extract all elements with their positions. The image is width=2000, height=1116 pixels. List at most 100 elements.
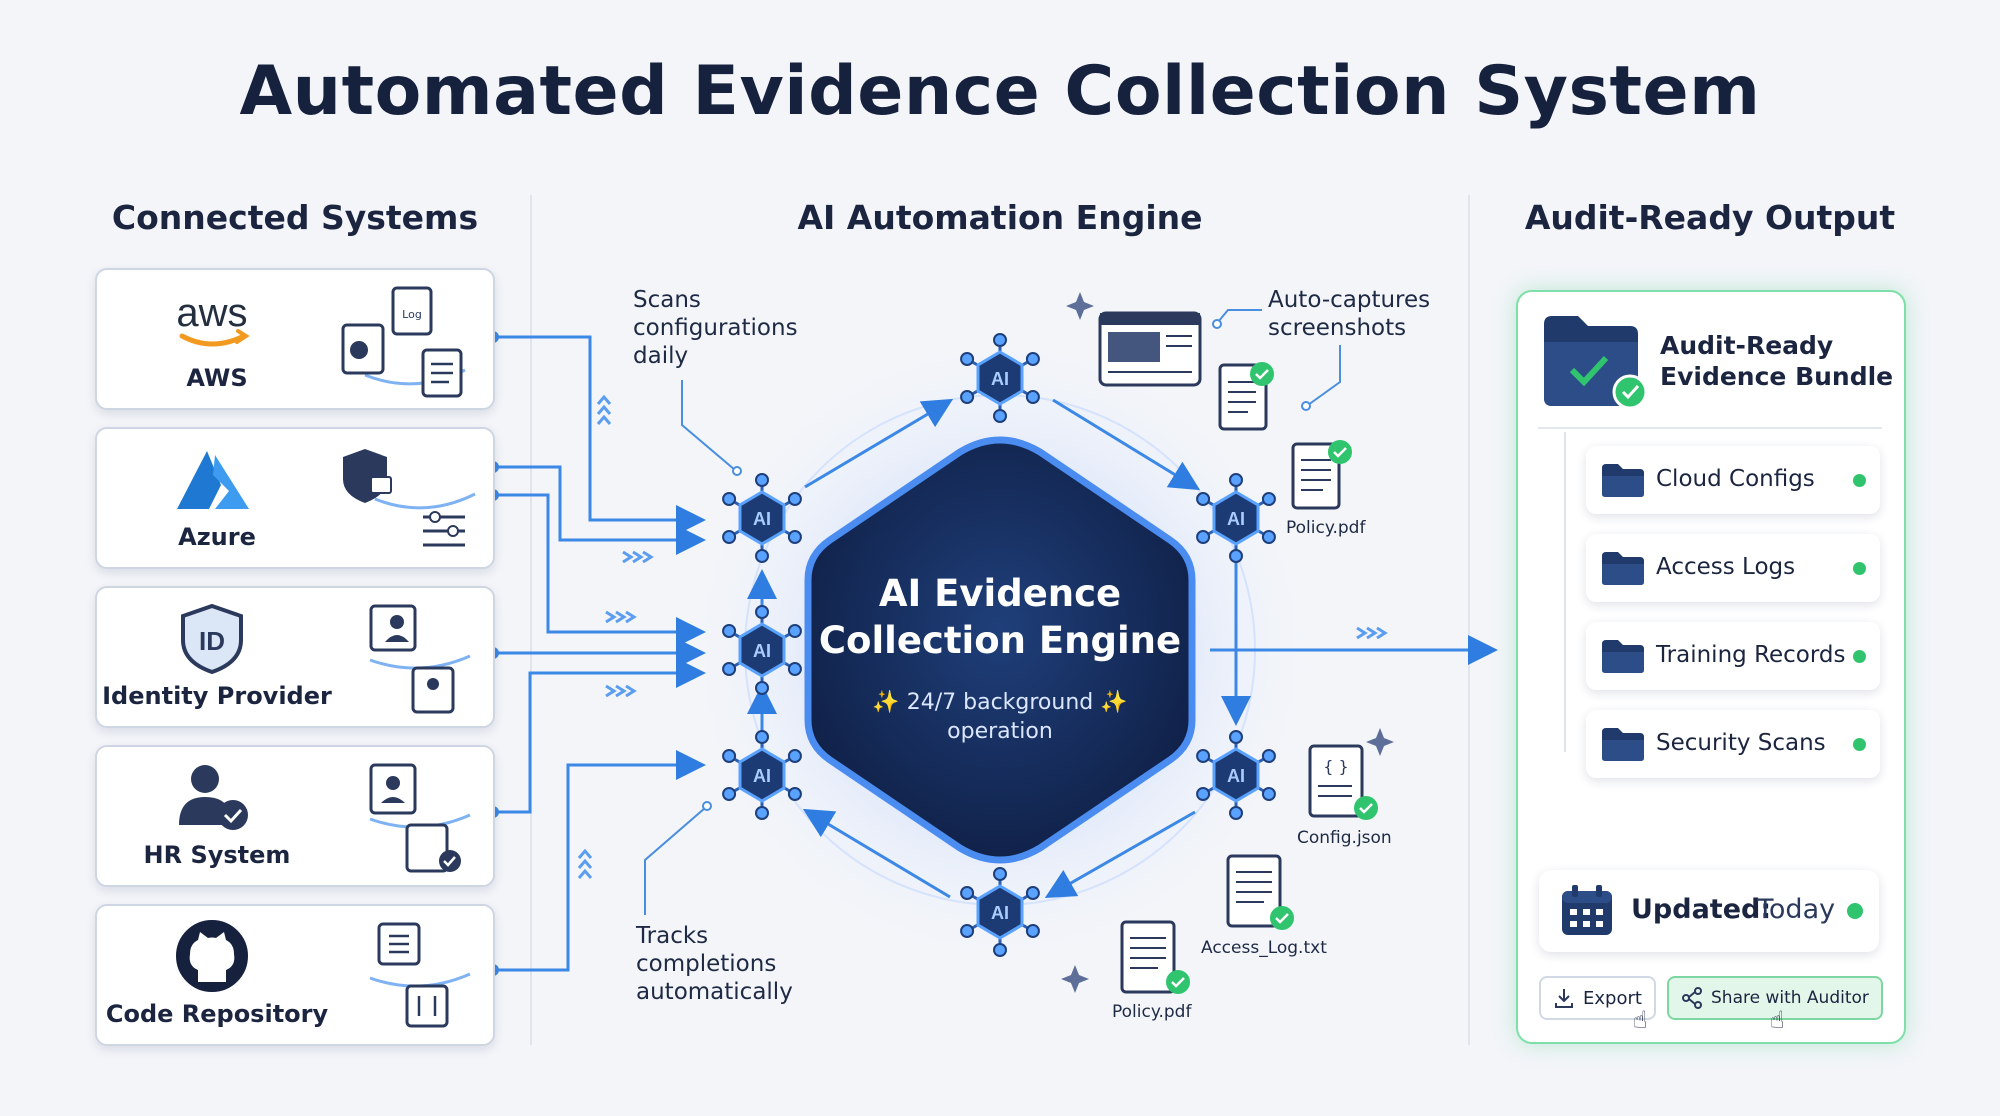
chevrons-up-2 [577,848,593,879]
chevrons-up-1 [596,394,612,425]
folder-item[interactable]: Security Scans [1586,710,1880,778]
folder-icon [1602,552,1644,585]
svg-text:aws: aws [176,291,247,335]
folder-label: Security Scans [1656,730,1826,756]
svg-text:AI: AI [753,766,771,786]
system-card-azure[interactable]: Azure [95,427,495,569]
folder-status-dot [1853,474,1866,487]
evidence-bundle-title: Audit-Ready Evidence Bundle [1660,330,1893,392]
engine-subtitle-line1: ✨ 24/7 background ✨ [872,690,1128,715]
chevrons-3 [605,684,637,698]
svg-text:AI: AI [753,509,771,529]
svg-text:AI: AI [1227,509,1245,529]
annotation-scans-line1: Scans [633,287,701,313]
column-divider-left [530,195,532,1045]
ai-node: AI [722,473,802,563]
annotation-tracks-line2: completions [636,951,777,977]
annotation-captures-line1: Auto-captures [1268,287,1431,313]
folder-tree-line [1564,432,1566,752]
bundle-title-line1: Audit-Ready [1660,331,1834,360]
updated-label: Updated: [1631,894,1772,925]
updated-status-card: Updated: Today [1539,870,1879,952]
system-card-code-repository[interactable]: Code Repository [95,904,495,1046]
chevrons-1 [622,550,654,564]
svg-text:AI: AI [1227,766,1245,786]
column-heading-audit-output: Audit-Ready Output [1524,198,1896,237]
id-shield-icon: ID [157,602,267,676]
annotation-captures-line2: screenshots [1268,315,1407,341]
calendar-icon [1562,885,1612,935]
system-card-aws[interactable]: aws AWS Log [95,268,495,410]
folder-item[interactable]: Training Records [1586,622,1880,690]
connector-aws [493,335,706,535]
column-heading-ai-engine: AI Automation Engine [797,198,1203,237]
engine-core-hexagon [804,436,1196,864]
svg-text:AI: AI [991,903,1009,923]
annotation-scans: Scans configurations daily [633,286,798,370]
annotation-scans-line3: daily [633,343,689,369]
idp-resource-icons [335,598,485,718]
azure-resource-icons [335,439,485,559]
aws-logo: aws [157,284,267,358]
system-label-code-repository: Code Repository [105,1000,329,1028]
column-divider-right [1468,195,1470,1045]
file-name-access-log: Access_Log.txt [1201,938,1327,958]
svg-text:AI: AI [753,641,771,661]
svg-text:AI: AI [991,369,1009,389]
annotation-tracks-line1: Tracks [636,923,709,949]
file-name-policy-bottom: Policy.pdf [1112,1002,1192,1022]
user-check-icon [157,761,267,835]
ai-node: AI [1196,473,1276,563]
folder-item[interactable]: Access Logs [1586,534,1880,602]
engine-subtitle: ✨ 24/7 background ✨ operation [808,688,1192,746]
export-label: Export [1583,987,1642,1009]
hr-resource-icons [335,757,485,877]
connector-code [493,750,706,972]
folder-item[interactable]: Cloud Configs [1586,446,1880,514]
ai-node: AI [1196,730,1276,820]
column-heading-connected-systems: Connected Systems [111,198,479,237]
updated-status-dot [1847,903,1863,919]
export-button[interactable]: Export [1539,976,1656,1020]
annotation-captures: Auto-captures screenshots [1268,286,1430,342]
system-label-hr-system: HR System [143,841,291,869]
system-label-identity-provider: Identity Provider [102,682,332,710]
folder-icon [1602,640,1644,673]
ai-node: AI [960,867,1040,957]
cursor-hand-icon: ☝ [1770,1006,1785,1034]
bundle-title-line2: Evidence Bundle [1660,362,1894,391]
chevrons-2 [605,610,637,624]
cursor-hand-icon: ☝ [1633,1006,1648,1034]
system-card-hr-system[interactable]: HR System [95,745,495,887]
bundle-divider [1538,427,1882,429]
engine-title: AI Evidence Collection Engine [808,570,1192,664]
github-icon [157,920,267,994]
folder-label: Cloud Configs [1656,466,1815,492]
ai-node: AI [722,730,802,820]
code-resource-icons [335,916,485,1036]
chevrons-4 [1356,626,1388,640]
connector-azure-2 [493,493,706,647]
download-icon [1555,989,1573,1008]
ai-node: AI [722,605,802,695]
system-label-aws: AWS [186,364,248,392]
evidence-bundle-folder-icon [1544,316,1648,410]
system-card-identity-provider[interactable]: ID Identity Provider [95,586,495,728]
annotation-tracks-line3: automatically [636,979,793,1005]
folder-status-dot [1853,562,1866,575]
engine-subtitle-line2: operation [947,719,1053,744]
file-name-config: Config.json [1297,828,1392,848]
svg-text:Log: Log [402,308,422,321]
folder-status-dot [1853,738,1866,751]
connector-hr [493,658,706,814]
share-icon [1682,987,1702,1009]
share-label: Share with Auditor [1711,988,1869,1008]
folder-label: Access Logs [1656,554,1796,580]
updated-value: Today [1757,894,1836,925]
aws-resource-icons: Log [335,280,485,400]
azure-logo [157,443,267,517]
engine-title-line1: AI Evidence [878,572,1122,615]
folder-status-dot [1853,650,1866,663]
share-with-auditor-button[interactable]: Share with Auditor [1667,976,1883,1020]
engine-title-line2: Collection Engine [818,619,1182,662]
